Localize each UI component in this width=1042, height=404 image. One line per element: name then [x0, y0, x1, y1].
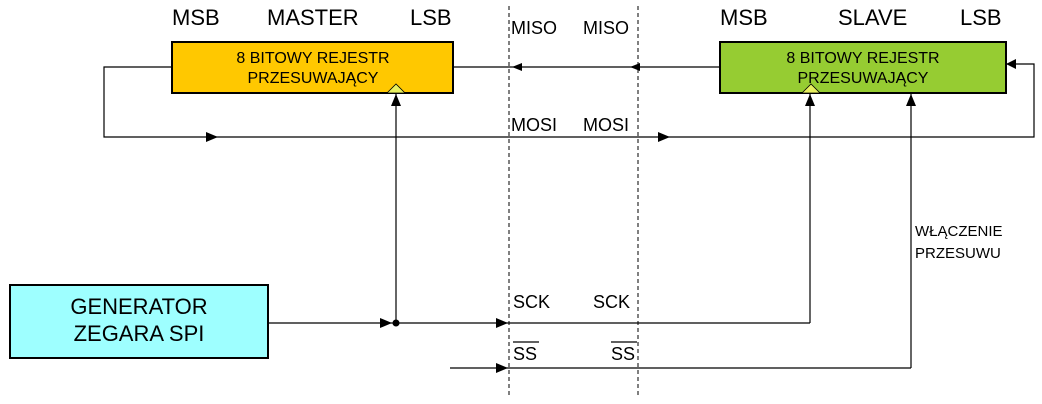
generator-line1: GENERATOR — [70, 294, 207, 319]
master-clock-input-icon — [386, 83, 406, 94]
slave-register-line2: PRZESUWAJĄCY — [798, 70, 929, 87]
generator-line2: ZEGARA SPI — [74, 321, 205, 346]
miso-slave-label: MISO — [583, 18, 629, 38]
slave-register-line1: 8 BITOWY REJESTR — [786, 50, 939, 67]
master-title: MASTER — [267, 5, 359, 30]
master-register-line1: 8 BITOWY REJESTR — [236, 50, 389, 67]
miso-arrow-master — [512, 63, 522, 71]
miso-arrow-slave — [630, 63, 640, 71]
slave-clock-input-icon — [801, 83, 821, 94]
master-clock-arrow — [391, 94, 401, 106]
sck-arrow-generator — [380, 318, 392, 328]
mosi-arrow-slave-lsb — [1006, 59, 1016, 69]
mosi-line — [103, 63, 1035, 138]
clock-generator-box — [9, 284, 269, 359]
ss-master-label: SS — [513, 344, 537, 364]
slave-lsb-label: LSB — [960, 5, 1002, 30]
sck-arrow-master-boundary — [496, 318, 508, 328]
ss-slave-label: SS — [611, 344, 635, 364]
enable-arrow — [906, 94, 916, 106]
sck-master-label: SCK — [513, 292, 550, 312]
mosi-arrow-slave — [658, 132, 670, 142]
slave-msb-label: MSB — [720, 5, 768, 30]
master-register-line2: PRZESUWAJĄCY — [248, 70, 379, 87]
sck-slave-label: SCK — [593, 292, 630, 312]
master-msb-label: MSB — [172, 5, 220, 30]
enable-label-line2: PRZESUWU — [915, 245, 1001, 262]
ss-arrow — [496, 363, 508, 373]
slave-title: SLAVE — [838, 5, 907, 30]
mosi-slave-label: MOSI — [583, 115, 629, 135]
master-register-box — [171, 41, 454, 94]
master-lsb-label: LSB — [410, 5, 452, 30]
enable-label-line1: WŁĄCZENIE — [915, 223, 1003, 240]
mosi-arrow-master — [206, 132, 218, 142]
slave-register-box — [719, 41, 1007, 94]
slave-clock-arrow — [805, 94, 815, 106]
mosi-master-label: MOSI — [511, 115, 557, 135]
miso-master-label: MISO — [511, 18, 557, 38]
